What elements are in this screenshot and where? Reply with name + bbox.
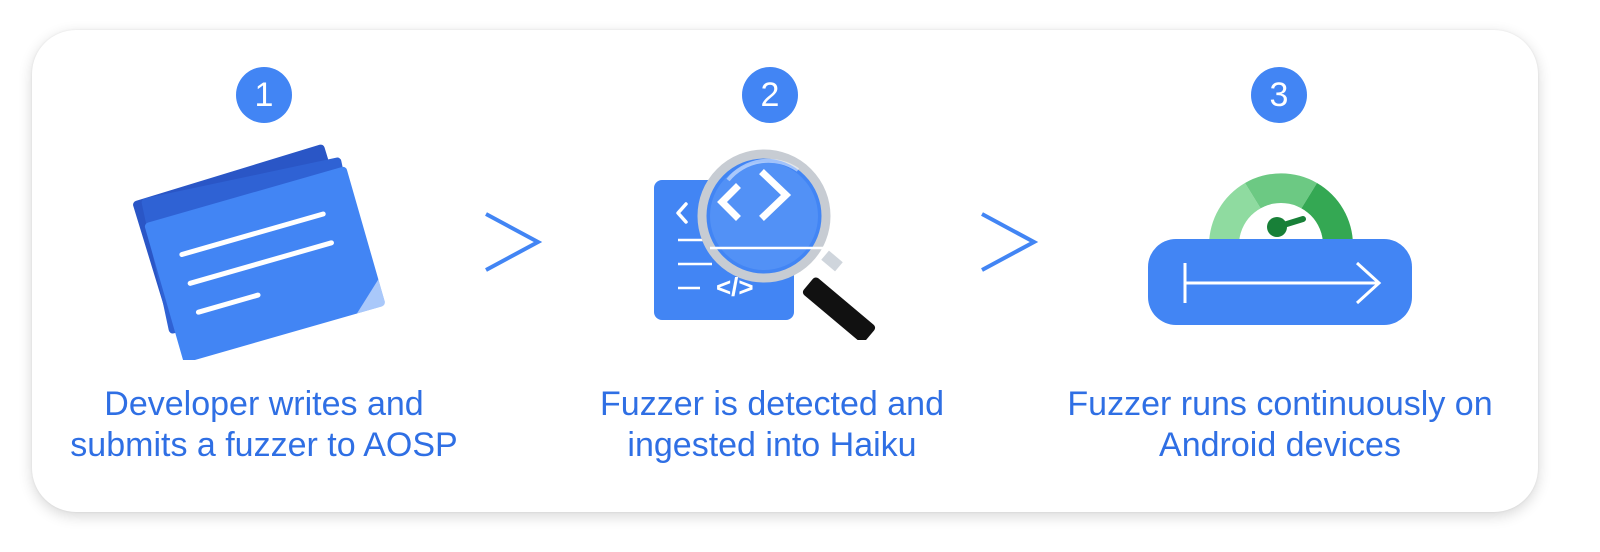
step-2-number-badge: 2 — [742, 67, 798, 123]
step-3-number-badge: 3 — [1251, 67, 1307, 123]
step-1-number-badge: 1 — [236, 67, 292, 123]
step-3-caption: Fuzzer runs continuously on Android devi… — [1040, 384, 1520, 466]
step-3-caption-line-2: Android devices — [1159, 426, 1401, 464]
step-2-caption-line-2: ingested into Haiku — [627, 426, 917, 464]
documents-icon — [133, 144, 386, 360]
step-3-caption-line-1: Fuzzer runs continuously on — [1067, 385, 1493, 423]
step-1-caption: Developer writes and submits a fuzzer to… — [24, 384, 504, 466]
speedometer-icon — [1148, 173, 1412, 325]
chevron-right-icon — [981, 212, 1039, 272]
arrow-right-icon — [1183, 261, 1382, 305]
chevron-right-icon — [485, 212, 543, 272]
magnifying-glass-icon — [697, 149, 876, 340]
step-2-caption-line-1: Fuzzer is detected and — [600, 385, 944, 423]
step-1-caption-line-1: Developer writes and — [104, 385, 424, 423]
code-inspection-illustration: </> — [654, 149, 876, 340]
step-1-caption-line-2: submits a fuzzer to AOSP — [70, 426, 458, 464]
step-2-caption: Fuzzer is detected and ingested into Hai… — [532, 384, 1012, 466]
